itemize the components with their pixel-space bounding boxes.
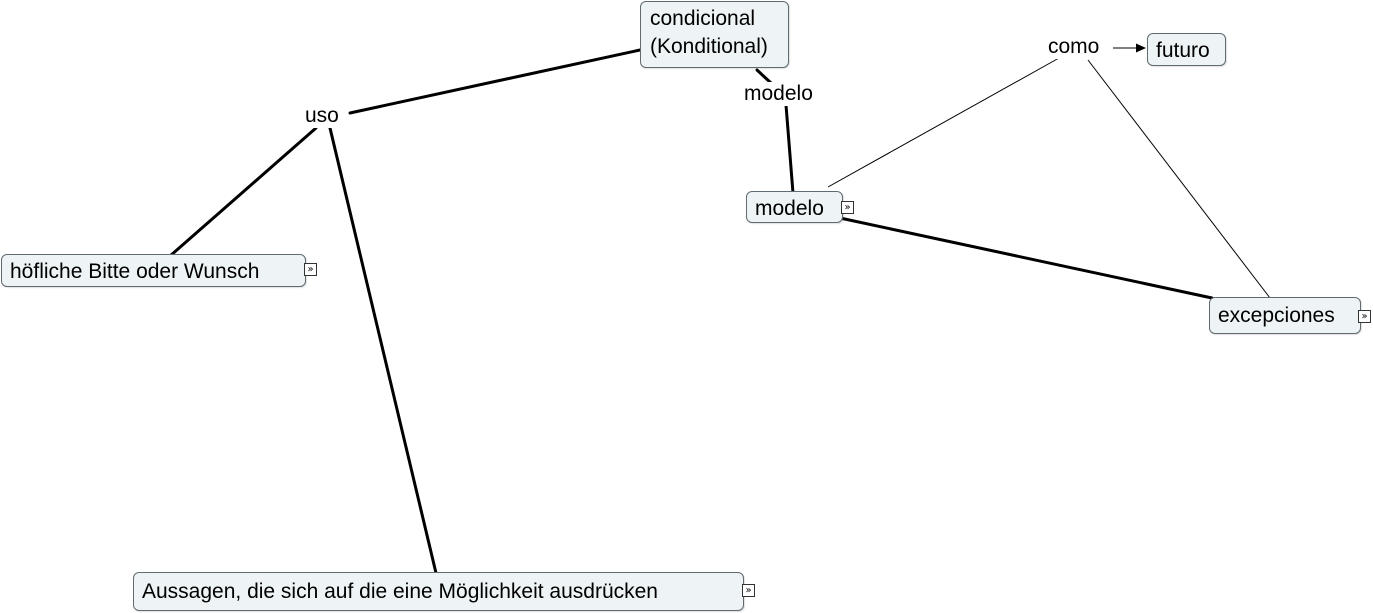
concept-futuro[interactable]: futuro — [1147, 33, 1226, 66]
concept-modelo-label: modelo — [755, 197, 824, 220]
expand-icon[interactable]: » — [742, 584, 755, 597]
concept-condicional-title: condicional — [650, 7, 756, 30]
concept-futuro-label: futuro — [1156, 39, 1210, 62]
expand-icon[interactable]: » — [841, 201, 854, 214]
arrowhead-futuro — [1136, 43, 1146, 53]
concept-polite-request[interactable]: höfliche Bitte oder Wunsch — [1, 254, 306, 287]
linking-phrase-como[interactable]: como — [1046, 35, 1102, 59]
link-excepciones-como — [1087, 59, 1271, 299]
link-modelo-excepciones — [838, 216, 1214, 300]
concept-polite-request-label: höfliche Bitte oder Wunsch — [10, 260, 260, 283]
linking-phrase-uso[interactable]: uso — [303, 104, 341, 128]
link-main-modelo-label — [755, 68, 773, 85]
linking-phrase-modelo[interactable]: modelo — [742, 82, 815, 106]
link-uso-polite — [168, 126, 318, 258]
concept-modelo[interactable]: modelo — [746, 191, 843, 223]
concept-condicional[interactable]: condicional (Konditional) — [640, 1, 789, 68]
link-modelo-label-modelo — [784, 103, 795, 195]
expand-icon[interactable]: » — [1358, 310, 1371, 323]
concept-excepciones-label: excepciones — [1218, 304, 1335, 327]
concept-excepciones[interactable]: excepciones — [1209, 297, 1361, 334]
concept-possibility-label: Aussagen, die sich auf die eine Möglichk… — [142, 580, 658, 603]
link-main-uso — [348, 48, 642, 115]
link-uso-possibility — [328, 126, 438, 575]
expand-icon[interactable]: » — [304, 263, 317, 276]
concept-possibility[interactable]: Aussagen, die sich auf die eine Möglichk… — [133, 572, 744, 611]
concept-condicional-subtitle: (Konditional) — [650, 35, 768, 58]
link-modelo-como — [827, 57, 1060, 188]
